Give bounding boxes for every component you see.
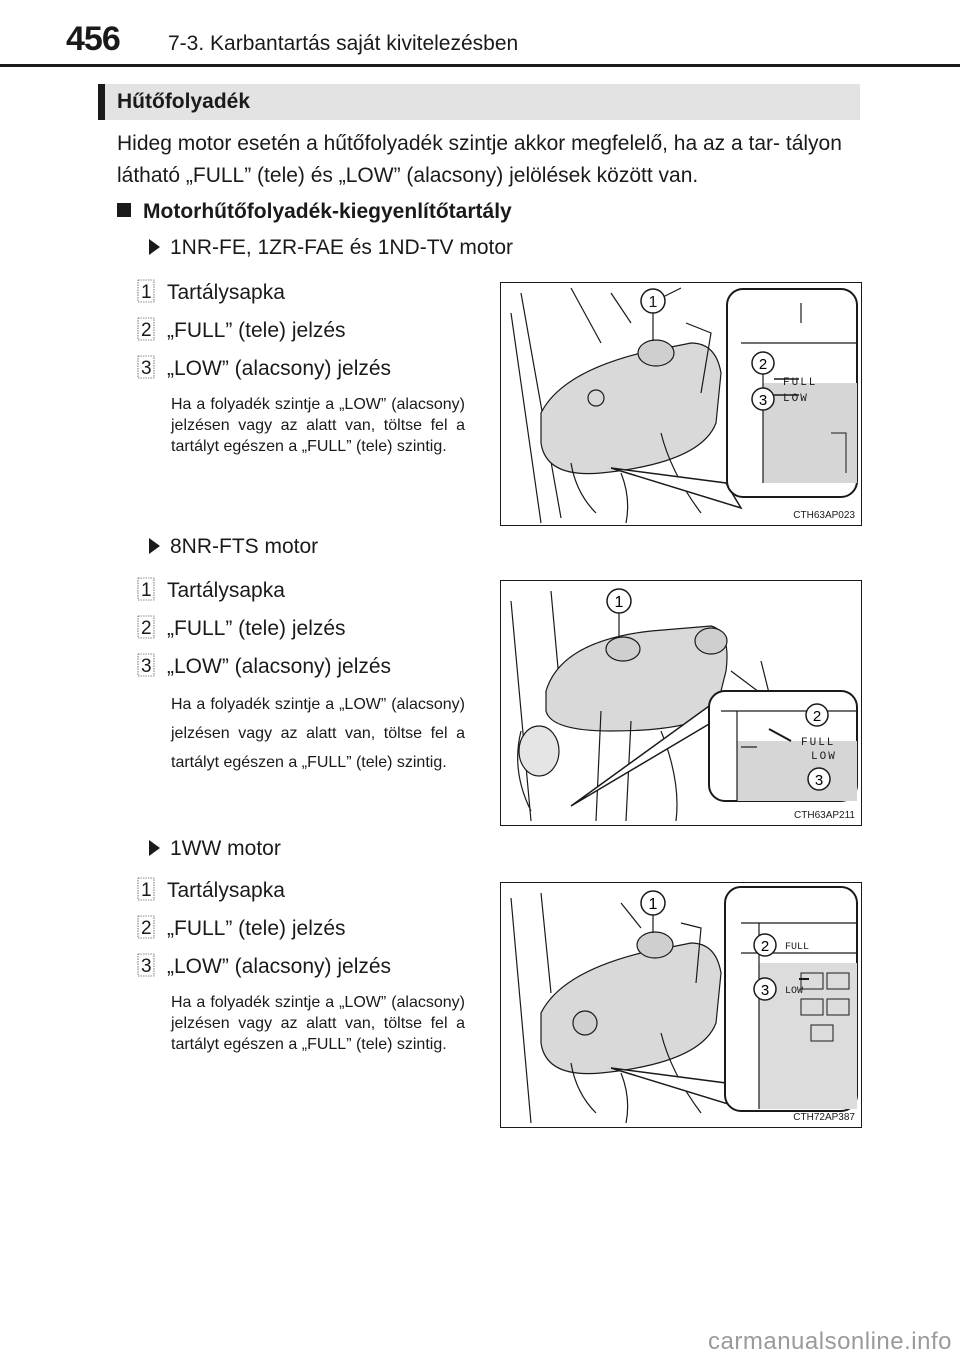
legend-label: „LOW” (alacsony) jelzés xyxy=(167,357,392,380)
triangle-bullet-icon xyxy=(149,538,160,554)
reservoir-illustration: 1 FULL LOW 2 3 xyxy=(510,588,858,822)
figure-code: CTH72AP387 xyxy=(793,1112,855,1123)
number-3-icon xyxy=(137,653,155,677)
figure-full-label: FULL xyxy=(785,942,809,953)
number-2-icon xyxy=(137,317,155,341)
number-2-icon xyxy=(137,615,155,639)
figure-reservoir-3: 1 2 3 FULL LOW CTH72AP387 xyxy=(500,882,862,1128)
subheading-text: Motorhűtőfolyadék-kiegyenlítőtartály xyxy=(143,200,512,223)
intro-paragraph: Hideg motor esetén a hűtőfolyadék szintj… xyxy=(117,132,842,187)
reservoir-illustration: 1 2 3 FULL LOW xyxy=(510,287,858,524)
section-title: Hűtőfolyadék xyxy=(117,90,251,113)
subheading: Motorhűtőfolyadék-kiegyenlítőtartály xyxy=(117,200,512,224)
svg-text:1: 1 xyxy=(649,896,658,913)
legend-num-overlay: 2 xyxy=(141,320,152,341)
chapter-title: 7-3. Karbantartás saját kivitelezésben xyxy=(168,32,519,55)
svg-text:3: 3 xyxy=(815,772,823,789)
legend-num-overlay: 2 xyxy=(141,918,152,939)
figure-reservoir-2: 1 FULL LOW 2 3 CTH63AP211 xyxy=(500,580,862,826)
variant-heading-2: 8NR-FTS motor xyxy=(149,535,318,559)
square-bullet-icon xyxy=(117,203,131,217)
variant-engine: 1WW motor xyxy=(170,837,281,860)
figure-code: CTH63AP211 xyxy=(794,810,855,821)
svg-text:2: 2 xyxy=(813,708,821,725)
figure-full-label: FULL xyxy=(783,377,817,389)
legend-num-overlay: 3 xyxy=(141,358,152,379)
number-3-icon xyxy=(137,355,155,379)
variant-heading-3: 1WW motor xyxy=(149,837,281,861)
page-number: 456 xyxy=(66,20,121,58)
svg-text:3: 3 xyxy=(759,392,767,409)
reservoir-illustration: 1 2 3 FULL LOW xyxy=(510,886,858,1124)
figure-low-label: LOW xyxy=(783,393,809,405)
legend-num-overlay: 3 xyxy=(141,656,152,677)
legend-label: „LOW” (alacsony) jelzés xyxy=(167,955,392,978)
svg-text:2: 2 xyxy=(759,356,767,373)
legend-num-overlay: 1 xyxy=(141,880,152,901)
legend-num-overlay: 1 xyxy=(141,580,152,601)
svg-text:3: 3 xyxy=(761,982,769,999)
variant-engine: 8NR-FTS motor xyxy=(170,535,319,558)
legend-item-full: 2 „FULL” (tele) jelzés xyxy=(137,316,346,346)
legend-label: Tartálysapka xyxy=(167,879,285,902)
watermark: carmanualsonline.info xyxy=(708,1328,952,1355)
figure-code: CTH63AP023 xyxy=(793,510,855,521)
header-divider xyxy=(0,64,960,67)
section-heading-bar: Hűtőfolyadék xyxy=(98,84,860,120)
legend-label: „FULL” (tele) jelzés xyxy=(167,319,346,342)
number-3-icon xyxy=(137,953,155,977)
legend-item-full: 2 „FULL” (tele) jelzés xyxy=(137,614,346,644)
legend-num-overlay: 2 xyxy=(141,618,152,639)
legend-item-low: 3 „LOW” (alacsony) jelzés xyxy=(137,354,391,384)
legend-item-cap: 1 Tartálysapka xyxy=(137,876,285,906)
note-paragraph: Ha a folyadék szintje a „LOW” (alacsony)… xyxy=(171,696,465,771)
svg-text:1: 1 xyxy=(615,594,624,611)
svg-text:2: 2 xyxy=(761,938,769,955)
variant-engine: 1NR-FE, 1ZR-FAE és 1ND-TV motor xyxy=(170,236,514,259)
variant-heading-1: 1NR-FE, 1ZR-FAE és 1ND-TV motor xyxy=(149,236,513,260)
number-1-icon xyxy=(137,577,155,601)
figure-full-label: FULL xyxy=(801,737,835,749)
legend-label: Tartálysapka xyxy=(167,579,285,602)
figure-low-label: LOW xyxy=(785,986,803,997)
legend-item-cap: 1 Tartálysapka xyxy=(137,576,285,606)
number-2-icon xyxy=(137,915,155,939)
number-1-icon xyxy=(137,279,155,303)
triangle-bullet-icon xyxy=(149,840,160,856)
svg-text:1: 1 xyxy=(649,294,658,311)
legend-item-cap: 1 Tartálysapka xyxy=(137,278,285,308)
legend-label: „LOW” (alacsony) jelzés xyxy=(167,655,392,678)
legend-item-full: 2 „FULL” (tele) jelzés xyxy=(137,914,346,944)
legend-label: „FULL” (tele) jelzés xyxy=(167,617,346,640)
note-paragraph: Ha a folyadék szintje a „LOW” (alacsony)… xyxy=(171,396,465,455)
triangle-bullet-icon xyxy=(149,239,160,255)
legend-label: Tartálysapka xyxy=(167,281,285,304)
legend-item-low: 3 „LOW” (alacsony) jelzés xyxy=(137,652,391,682)
number-1-icon xyxy=(137,877,155,901)
legend-label: „FULL” (tele) jelzés xyxy=(167,917,346,940)
legend-num-overlay: 1 xyxy=(141,282,152,303)
legend-num-overlay: 3 xyxy=(141,956,152,977)
figure-reservoir-1: 1 2 3 FULL LOW CTH63AP023 xyxy=(500,282,862,526)
note-paragraph: Ha a folyadék szintje a „LOW” (alacsony)… xyxy=(171,994,465,1053)
legend-item-low: 3 „LOW” (alacsony) jelzés xyxy=(137,952,391,982)
figure-low-label: LOW xyxy=(811,751,837,763)
